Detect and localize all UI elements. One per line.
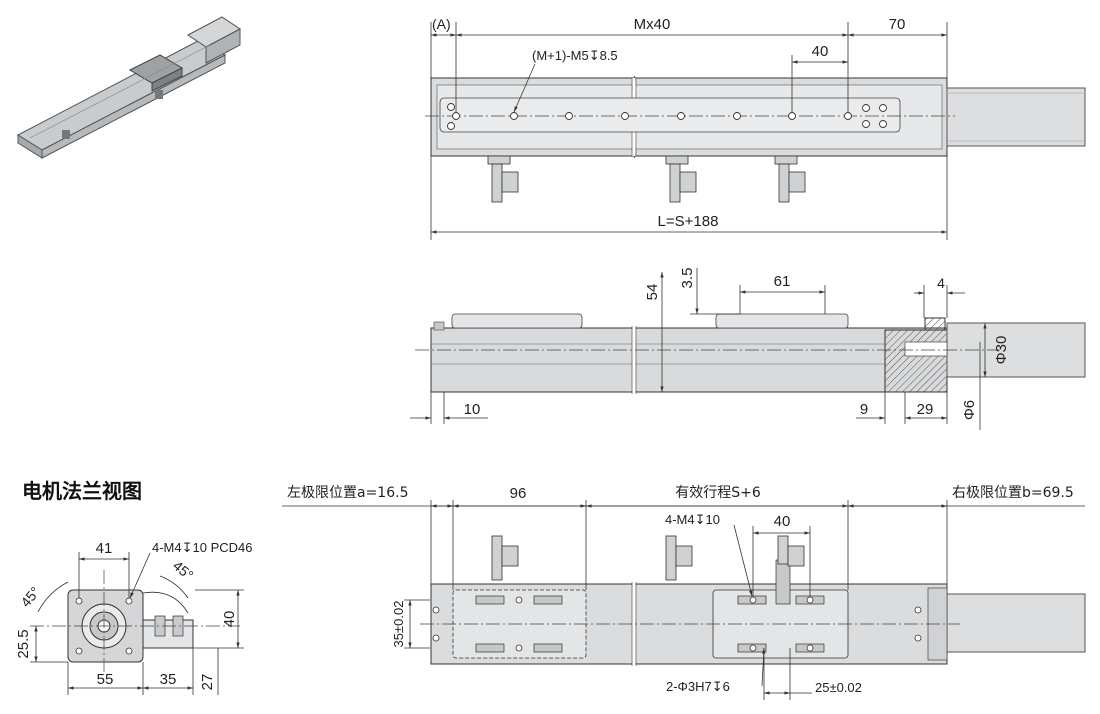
flange-view: 电机法兰视图 41 4-M <box>15 479 253 695</box>
sensor-icon <box>155 90 163 99</box>
bottom-pin-pitch: 25±0.02 <box>815 680 862 695</box>
top-view: (A) Mx40 70 40 (M+1)-M5↧8.5 L=S+188 <box>425 16 1086 240</box>
bottom-span-96: 96 <box>510 485 527 502</box>
flange-bottom-35: 35 <box>160 671 177 688</box>
top-hole-label: (M+1)-M5↧8.5 <box>532 48 618 63</box>
flange-height-25-5: 25.5 <box>15 629 32 658</box>
side-carriage-label: 61 <box>774 273 791 290</box>
bottom-tap-label: 4-M4↧10 <box>665 512 720 527</box>
flange-pcd-label: 4-M4↧10 PCD46 <box>152 540 253 555</box>
bottom-pin-label: 2-Φ3H7↧6 <box>666 679 730 694</box>
top-pitch-label: Mx40 <box>634 16 671 33</box>
top-length-label: L=S+188 <box>658 213 719 230</box>
side-flange-label: 4 <box>937 275 945 291</box>
side-shaft-small: Φ6 <box>961 400 978 420</box>
side-view: 54 3.5 61 4 Φ30 10 9 29 Φ6 <box>410 268 1086 430</box>
side-right-29: 29 <box>917 401 934 418</box>
sensor-icon <box>62 130 70 139</box>
bottom-view: 左极限位置a=16.5 96 有效行程S+6 右极限位置b=69.5 4-M4↧… <box>282 485 1086 700</box>
flange-height-40: 40 <box>221 611 238 628</box>
flange-width-top: 41 <box>96 540 113 557</box>
flange-angle-left: 45° <box>17 584 43 611</box>
side-right-9: 9 <box>860 401 868 418</box>
flange-bottom-55: 55 <box>97 671 114 688</box>
bottom-right-limit: 右极限位置b=69.5 <box>952 485 1074 501</box>
top-end-label: 70 <box>889 16 906 33</box>
side-height-label: 54 <box>644 284 661 301</box>
top-hole-pitch: 40 <box>812 43 829 60</box>
bottom-tap-pitch: 40 <box>774 513 791 530</box>
flange-angle-right: 45° <box>170 557 197 583</box>
bottom-stroke: 有效行程S+6 <box>675 485 761 501</box>
side-left-label: 10 <box>464 401 481 418</box>
bottom-height-tol: 35±0.02 <box>391 601 406 648</box>
bottom-left-limit: 左极限位置a=16.5 <box>287 485 408 501</box>
side-shaft-dia: Φ30 <box>993 336 1010 365</box>
side-offset-label: 3.5 <box>679 268 696 289</box>
top-a-label: (A) <box>432 16 451 32</box>
flange-view-title: 电机法兰视图 <box>22 479 142 503</box>
flange-bottom-27: 27 <box>199 674 216 691</box>
isometric-view <box>16 16 241 159</box>
